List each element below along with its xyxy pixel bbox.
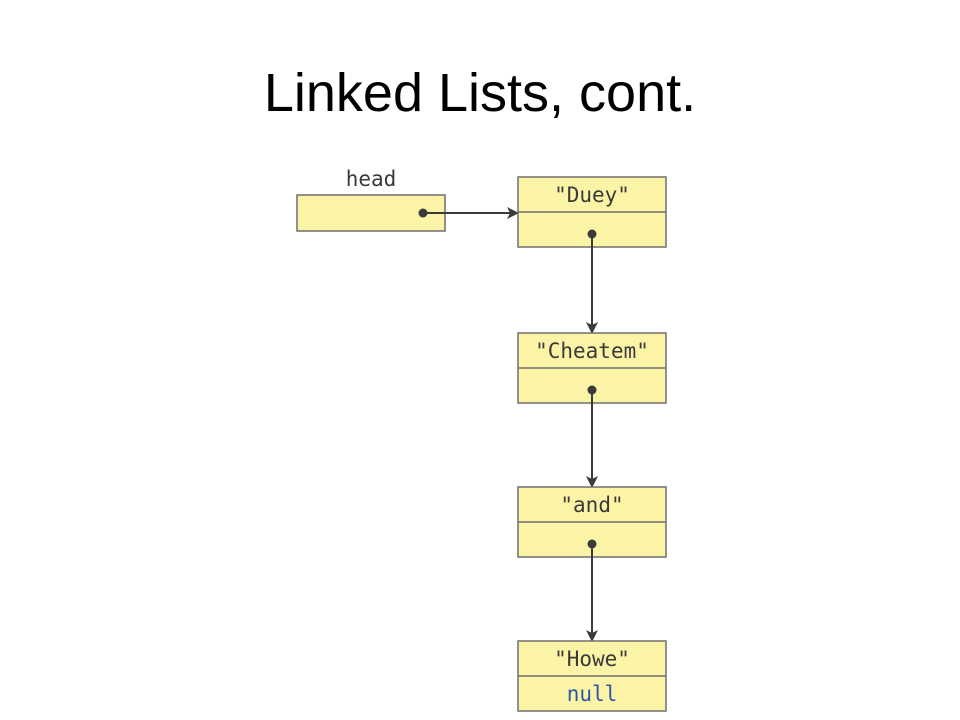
list-node-3: "and" [517, 486, 667, 558]
head-label: head [346, 167, 397, 191]
node-value: "Howe" [554, 647, 630, 671]
list-node-4: "Howe" null [517, 640, 667, 712]
node-value: "and" [560, 493, 623, 517]
node-value: "Duey" [554, 183, 630, 207]
node-value: "Cheatem" [535, 339, 649, 363]
null-pointer-label: null [567, 682, 618, 706]
slide-title: Linked Lists, cont. [263, 63, 697, 123]
